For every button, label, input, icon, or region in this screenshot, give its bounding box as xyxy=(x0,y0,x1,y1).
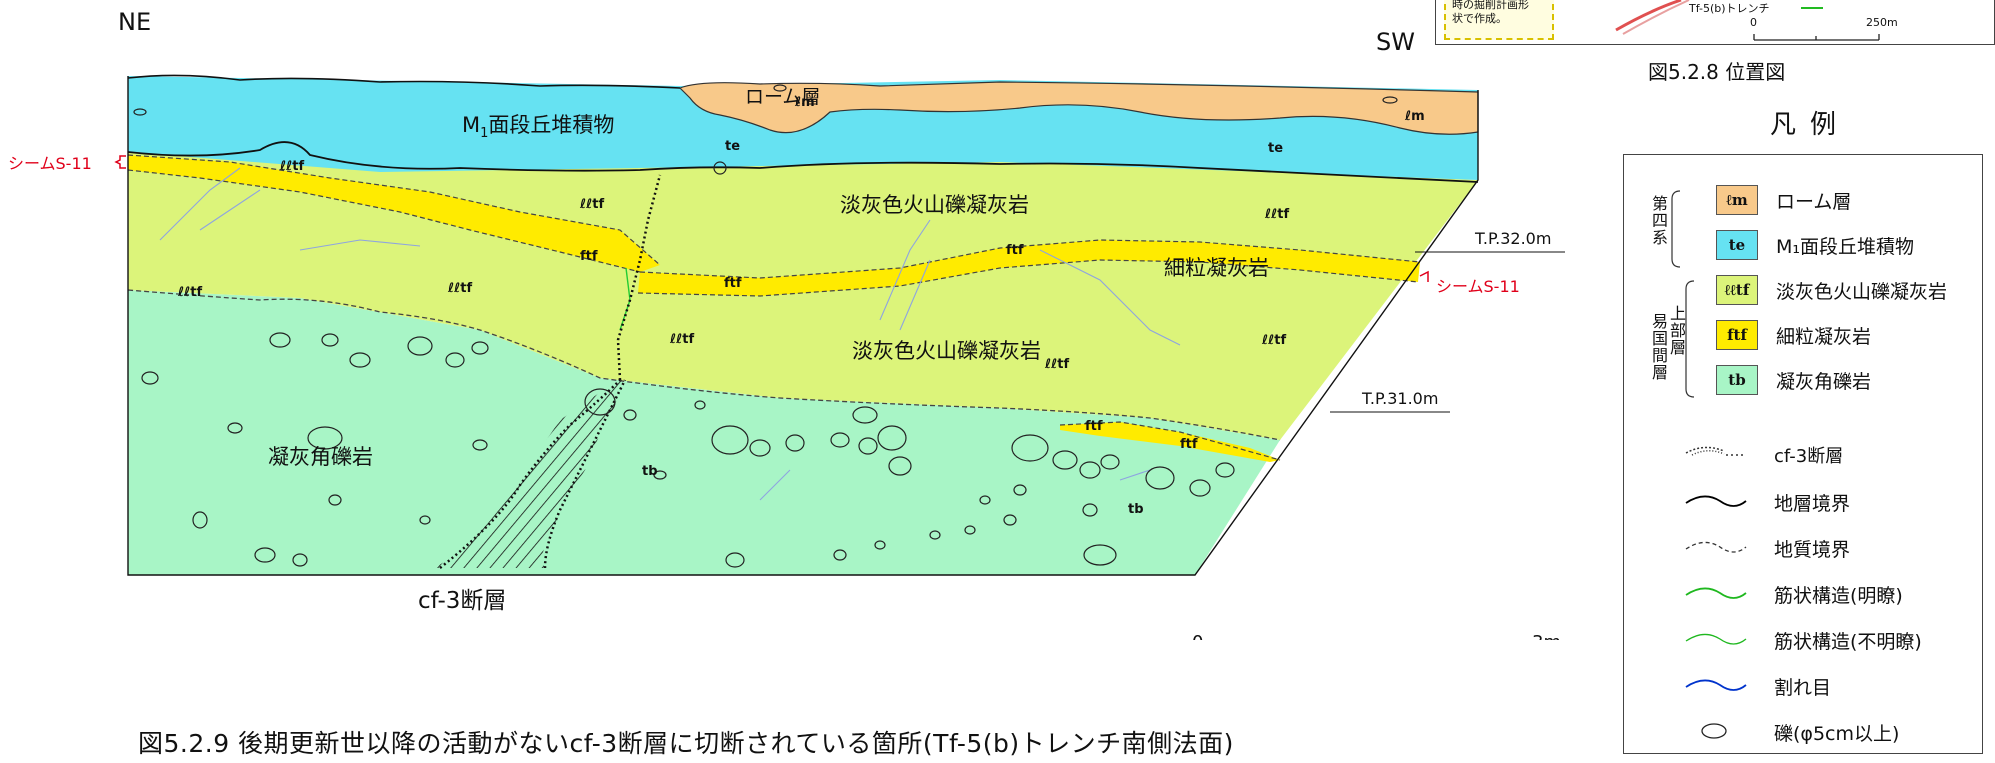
code-ftf-3: ftf xyxy=(1006,243,1024,258)
direction-sw: SW xyxy=(1376,28,1415,56)
code-te-1: te xyxy=(725,139,740,154)
legend-label-striation-unclear: 筋状構造(不明瞭) xyxy=(1774,631,1922,653)
code-te-2: te xyxy=(1268,141,1283,156)
inset-scale-end: 250m xyxy=(1866,16,1898,29)
legend-label-m1-terrace: M₁面段丘堆積物 xyxy=(1776,236,1915,258)
code-ftf-5: ftf xyxy=(1180,437,1198,452)
label-tuff-breccia: 凝灰角礫岩 xyxy=(268,445,373,469)
label-pale-tuff-upper: 淡灰色火山礫凝灰岩 xyxy=(840,193,1029,217)
inset-note-line2: 状で作成。 xyxy=(1452,12,1507,25)
legend-symbols xyxy=(1685,446,1747,739)
code-lltf-8: ℓℓtf xyxy=(1261,333,1286,348)
legend-label-tuff-breccia: 凝灰角礫岩 xyxy=(1776,371,1872,393)
layer-ftf-lower xyxy=(1060,422,1280,462)
section-outline xyxy=(127,76,1479,576)
legend-label-layer-boundary: 地層境界 xyxy=(1774,493,1851,515)
code-lltf-6: ℓℓtf xyxy=(669,332,694,347)
code-tb-2: tb xyxy=(1128,502,1144,517)
label-m1-terrace: M1面段丘堆積物 xyxy=(462,113,614,141)
legend-label-striation-clear: 筋状構造(明瞭) xyxy=(1774,585,1903,607)
legend-group-upper: 上部層 xyxy=(1667,305,1686,356)
seam-s11-left-label: シームS-11 xyxy=(8,154,92,173)
direction-ne: NE xyxy=(118,8,152,36)
code-ftf-1: ftf xyxy=(580,249,598,264)
legend-title: 凡例 xyxy=(1770,110,1851,140)
layer-ftf-upper-left xyxy=(128,155,660,272)
label-loam: ローム層 xyxy=(745,86,820,108)
code-lltf-7: ℓℓtf xyxy=(1044,357,1069,372)
legend-swatch-ftf: ftf xyxy=(1716,320,1758,350)
scale-end: 3m xyxy=(1532,632,1561,640)
inset-note-line1: 時の掘削計画形 xyxy=(1452,0,1529,11)
legend-label-fracture: 割れ目 xyxy=(1774,677,1832,699)
legend-symbol-striation-clear xyxy=(1685,587,1747,599)
cross-section: ローム層 M1面段丘堆積物 淡灰色火山礫凝灰岩 細粒凝灰岩 淡灰色火山礫凝灰岩 … xyxy=(8,74,1565,640)
seam-s11-right-label: シームS-11 xyxy=(1436,277,1520,296)
boundary-lltf-tb xyxy=(127,289,1281,441)
tp-upper: T.P.32.0m xyxy=(1474,229,1551,248)
code-lltf-5: ℓℓtf xyxy=(447,281,472,296)
legend-symbol-layer-boundary xyxy=(1685,495,1747,507)
legend-swatch-te: te xyxy=(1716,230,1758,260)
boundary-te-lltf xyxy=(127,141,1479,183)
inset-scale-zero: 0 xyxy=(1750,16,1757,29)
layer-lm xyxy=(678,81,1479,135)
fractures xyxy=(159,167,1181,501)
code-lltf-3: ℓℓtf xyxy=(1264,207,1289,222)
gravel-clasts xyxy=(133,84,1398,568)
legend-label-loam: ローム層 xyxy=(1776,191,1852,213)
legend-label-pale-tuff: 淡灰色火山礫凝灰岩 xyxy=(1776,281,1948,303)
tp-lower: T.P.31.0m xyxy=(1361,389,1438,408)
layer-ftf-thin-left xyxy=(128,155,250,168)
inset-trench-label: Tf-5(b)トレンチ xyxy=(1689,2,1770,15)
legend-symbol-gravel xyxy=(1701,723,1727,739)
layer-tb xyxy=(128,290,1280,575)
legend-swatch-lm: ℓm xyxy=(1716,185,1758,215)
code-ftf-4: ftf xyxy=(1085,419,1103,434)
label-fine-tuff: 細粒凝灰岩 xyxy=(1164,256,1269,280)
legend-label-fault: cf-3断層 xyxy=(1774,446,1844,467)
code-tb-1: tb xyxy=(642,464,658,479)
legend-label-gravel: 礫(φ5cm以上) xyxy=(1774,723,1900,745)
legend-symbol-fault xyxy=(1685,446,1744,456)
legend-symbol-striation-unclear xyxy=(1685,633,1747,645)
inset-map-graphics xyxy=(1615,0,1880,41)
inset-note: 時の掘削計画形 状で作成。 xyxy=(1444,0,1554,40)
legend-label-fine-tuff: 細粒凝灰岩 xyxy=(1776,326,1872,348)
code-lltf-2: ℓℓtf xyxy=(579,197,604,212)
code-lm-2: ℓm xyxy=(1404,109,1425,124)
scale-zero: 0 xyxy=(1192,632,1203,640)
legend-swatch-tb: tb xyxy=(1716,365,1758,395)
location-map-inset: 時の掘削計画形 状で作成。 Tf-5(b)トレンチ 0 250m xyxy=(1435,0,1995,45)
legend-symbol-fracture xyxy=(1685,679,1747,691)
legend: 第四系 易国間層 上部層 ℓm ローム層 te M₁面段丘堆積物 ℓℓtf 淡灰… xyxy=(1623,154,1983,754)
legend-symbol-geologic-boundary xyxy=(1685,541,1747,553)
code-lltf-1: ℓℓtf xyxy=(279,159,304,174)
legend-group-formation: 易国間層 xyxy=(1649,313,1668,381)
code-lltf-4: ℓℓtf xyxy=(177,285,202,300)
legend-group-quaternary: 第四系 xyxy=(1649,195,1668,246)
figure-5-2-8-label: 図5.2.8 位置図 xyxy=(1648,60,1786,84)
legend-swatch-lltf: ℓℓtf xyxy=(1716,275,1758,305)
boundary-ground-surface xyxy=(127,74,681,89)
legend-label-geologic-boundary: 地質境界 xyxy=(1774,539,1851,561)
code-ftf-2: ftf xyxy=(724,276,742,291)
figure-caption: 図5.2.9 後期更新世以降の活動がないcf-3断層に切断されている箇所(Tf-… xyxy=(138,729,1234,758)
label-pale-tuff-lower: 淡灰色火山礫凝灰岩 xyxy=(852,339,1041,363)
layer-ftf-main xyxy=(638,240,1420,296)
code-lm-1: ℓm xyxy=(794,95,815,110)
label-cf3-fault: cf-3断層 xyxy=(418,588,506,614)
